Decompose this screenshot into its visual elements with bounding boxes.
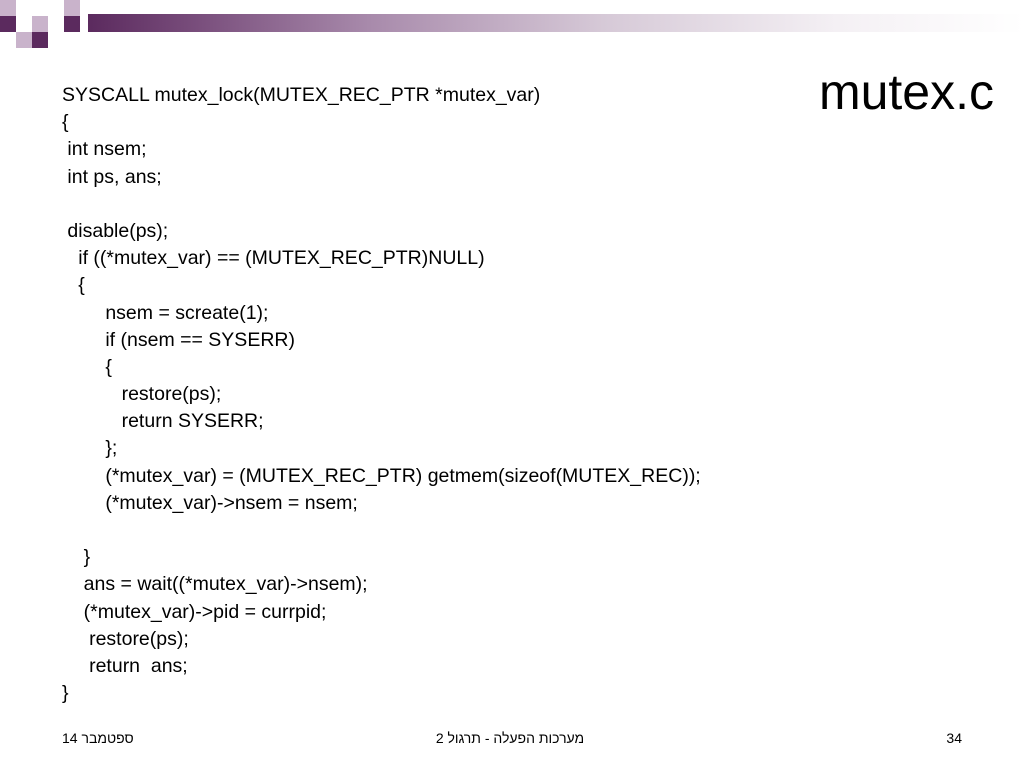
code-line: (*mutex_var)->pid = currpid; bbox=[62, 600, 327, 623]
decor-square bbox=[32, 16, 48, 32]
decor-square bbox=[48, 16, 64, 32]
decor-square bbox=[16, 0, 32, 16]
decorative-header-bar bbox=[0, 0, 1024, 48]
code-line: { bbox=[62, 274, 85, 297]
footer-page-number: 34 bbox=[946, 730, 962, 746]
slide-title: mutex.c bbox=[818, 64, 994, 120]
code-line: SYSCALL mutex_lock(MUTEX_REC_PTR *mutex_… bbox=[62, 84, 541, 106]
code-line: if ((*mutex_var) == (MUTEX_REC_PTR)NULL) bbox=[62, 247, 485, 270]
code-line bbox=[62, 191, 962, 218]
code-line: return SYSERR; bbox=[62, 410, 264, 433]
footer-date: ספטמבר 14 bbox=[62, 730, 134, 746]
decor-square bbox=[16, 32, 32, 48]
footer-course-title: מערכות הפעלה - תרגול 2 bbox=[435, 730, 585, 746]
code-line: int ps, ans; bbox=[62, 165, 162, 188]
code-line bbox=[62, 517, 962, 544]
decor-square bbox=[0, 32, 16, 48]
code-line: } bbox=[62, 546, 91, 569]
decor-square bbox=[48, 0, 64, 16]
code-line: (*mutex_var) = (MUTEX_REC_PTR) getmem(si… bbox=[62, 464, 701, 487]
code-line: ans = wait((*mutex_var)->nsem); bbox=[62, 573, 368, 596]
decor-square bbox=[64, 32, 80, 48]
decor-square bbox=[32, 0, 48, 16]
code-line: if (nsem == SYSERR) bbox=[62, 328, 295, 351]
decor-square bbox=[0, 16, 16, 32]
code-line: return ans; bbox=[62, 654, 188, 677]
code-block: SYSCALL mutex_lock(MUTEX_REC_PTR *mutex_… bbox=[62, 82, 962, 707]
code-line: restore(ps); bbox=[62, 627, 189, 650]
decor-square bbox=[48, 32, 64, 48]
code-line: restore(ps); bbox=[62, 383, 222, 406]
decor-square bbox=[0, 0, 16, 16]
code-line: nsem = screate(1); bbox=[62, 301, 269, 324]
code-line: { bbox=[62, 355, 112, 378]
gradient-band bbox=[88, 14, 1024, 32]
decor-square bbox=[32, 32, 48, 48]
code-line: } bbox=[62, 682, 69, 705]
decor-square bbox=[64, 16, 80, 32]
code-line: }; bbox=[62, 437, 118, 460]
code-line: disable(ps); bbox=[62, 219, 169, 242]
code-line: (*mutex_var)->nsem = nsem; bbox=[62, 491, 358, 514]
code-line: int nsem; bbox=[62, 138, 147, 161]
decor-square bbox=[16, 16, 32, 32]
decor-square bbox=[64, 0, 80, 16]
code-line: { bbox=[62, 111, 69, 134]
